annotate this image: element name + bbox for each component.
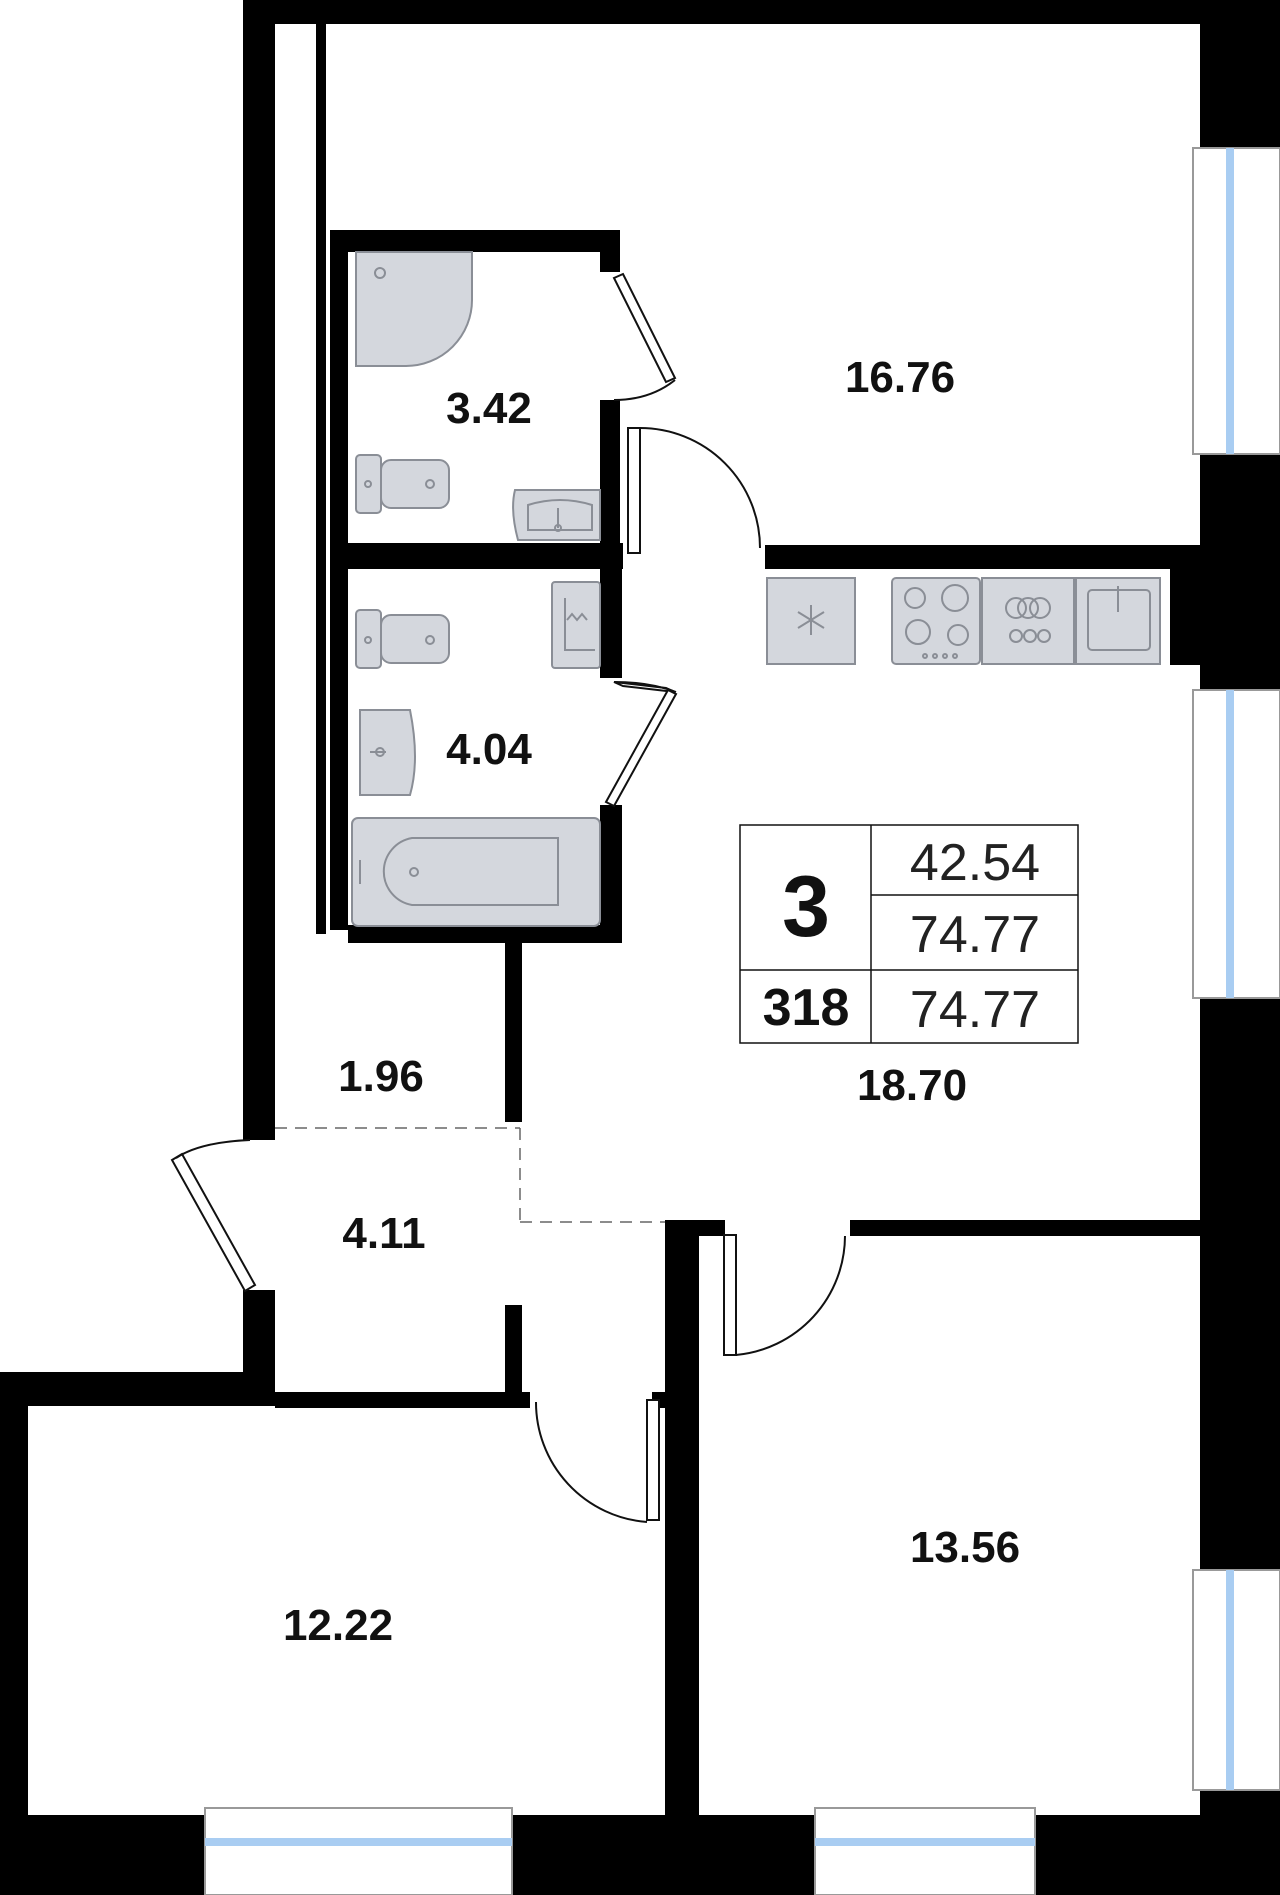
rooms-count: 3	[782, 859, 830, 955]
oven-icon	[981, 577, 1075, 665]
total-area: 74.77	[910, 906, 1040, 964]
toilet-icon-2	[355, 609, 450, 669]
room-area-living-top: 16.76	[845, 353, 955, 402]
doors	[170, 272, 846, 1523]
fridge-icon	[766, 577, 856, 665]
toilet-icon	[355, 454, 450, 514]
window-right-bottom	[1192, 1569, 1280, 1791]
room-labels: 16.76 3.42 4.04 1.96 4.11 18.70 12.22 13…	[283, 353, 1020, 1650]
room-area-bedroom-right: 13.56	[910, 1523, 1020, 1572]
total-area-2: 74.77	[910, 981, 1040, 1039]
room-area-bath-bottom: 4.04	[446, 725, 532, 774]
room-area-bath-top: 3.42	[446, 384, 532, 433]
info-table: 3 42.54 74.77 318 74.77	[739, 824, 1079, 1044]
door-kitchen	[627, 427, 761, 554]
door-bath-bottom	[604, 681, 678, 808]
living-area: 42.54	[910, 834, 1040, 892]
room-area-corridor: 1.96	[338, 1052, 424, 1101]
washing-machine-icon	[551, 581, 601, 669]
window-bottom-left	[204, 1807, 513, 1895]
window-bottom-right	[814, 1807, 1036, 1895]
zone-lines	[275, 1127, 665, 1223]
shower-icon	[355, 251, 473, 367]
stove-icon	[891, 577, 981, 665]
windows	[204, 147, 1280, 1895]
sink-icon-2	[359, 709, 416, 796]
door-bath-top	[612, 272, 677, 401]
window-right-top	[1192, 147, 1280, 455]
door-bedroom-right	[723, 1234, 846, 1356]
room-area-hall: 4.11	[342, 1209, 425, 1258]
room-area-bedroom-left: 12.22	[283, 1601, 393, 1650]
sink-icon	[512, 489, 601, 541]
door-bedroom-left	[534, 1399, 660, 1523]
window-right-middle	[1192, 689, 1280, 999]
apartment-number: 318	[763, 979, 850, 1037]
bathtub-icon	[351, 817, 601, 927]
kitchen-sink-icon	[1075, 577, 1161, 665]
room-area-kitchen-living: 18.70	[857, 1061, 967, 1110]
door-entrance	[170, 1139, 257, 1293]
